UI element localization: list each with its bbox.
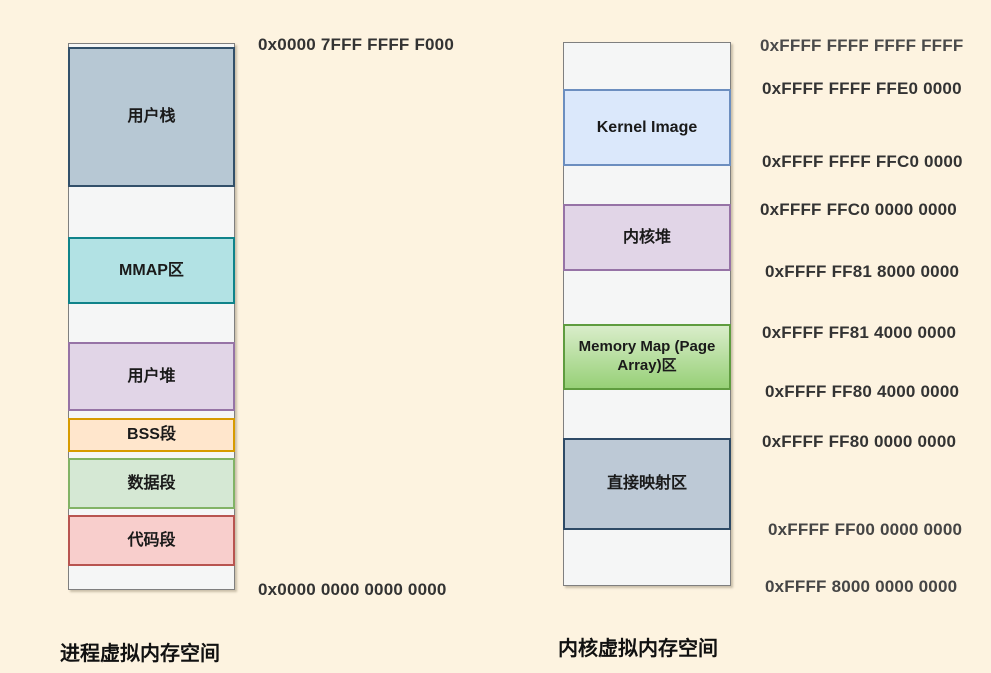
segment-user-heap: 用户堆 [68, 342, 235, 411]
segment-user-stack-label: 用户栈 [127, 108, 176, 125]
segment-code-label: 代码段 [127, 531, 176, 549]
process-memory-title: 进程虚拟内存空间 [60, 643, 220, 665]
segment-user-stack: 用户栈 [68, 47, 235, 187]
address-label-kernel-4: 0xFFFF FF81 8000 0000 [765, 262, 960, 281]
segment-mmap-label: MMAP区 [119, 261, 184, 279]
address-label-kernel-2: 0xFFFF FFFF FFC0 0000 [762, 152, 963, 171]
segment-bss: BSS段 [68, 418, 235, 452]
segment-user-heap-label: 用户堆 [127, 367, 176, 385]
segment-direct-mapping-label: 直接映射区 [606, 475, 687, 492]
segment-kernel-image: Kernel Image [563, 89, 731, 166]
address-label-kernel-8: 0xFFFF FF00 0000 0000 [768, 520, 963, 539]
address-label-kernel-3: 0xFFFF FFC0 0000 0000 [760, 200, 957, 219]
kernel-memory-title: 内核虚拟内存空间 [558, 638, 718, 660]
segment-memory-map-label: Memory Map (Page Array)区 [578, 338, 716, 374]
segment-kernel-heap-label: 内核堆 [622, 228, 671, 246]
segment-mmap: MMAP区 [68, 237, 235, 304]
segment-kernel-image-label: Kernel Image [596, 118, 698, 136]
address-label-user-top: 0x0000 7FFF FFFF F000 [258, 35, 454, 54]
segment-memory-map-page-array: Memory Map (Page Array)区 [563, 324, 731, 390]
segment-kernel-heap: 内核堆 [563, 204, 731, 271]
address-label-user-bottom: 0x0000 0000 0000 0000 [258, 580, 447, 599]
process-memory-column: 用户栈 MMAP区 用户堆 BSS段 数据段 代码段 [68, 43, 235, 590]
address-label-kernel-9: 0xFFFF 8000 0000 0000 [765, 577, 958, 596]
kernel-memory-column: Kernel Image 内核堆 Memory Map (Page Array)… [563, 42, 731, 586]
address-label-kernel-5: 0xFFFF FF81 4000 0000 [762, 323, 957, 342]
segment-bss-label: BSS段 [127, 426, 176, 443]
address-label-kernel-0: 0xFFFF FFFF FFFF FFFF [760, 36, 964, 55]
segment-code: 代码段 [68, 515, 235, 566]
address-label-kernel-1: 0xFFFF FFFF FFE0 0000 [762, 79, 962, 98]
segment-direct-mapping: 直接映射区 [563, 438, 731, 530]
segment-data-label: 数据段 [127, 474, 176, 492]
segment-data: 数据段 [68, 458, 235, 509]
address-label-kernel-7: 0xFFFF FF80 0000 0000 [762, 432, 957, 451]
address-label-kernel-6: 0xFFFF FF80 4000 0000 [765, 382, 960, 401]
